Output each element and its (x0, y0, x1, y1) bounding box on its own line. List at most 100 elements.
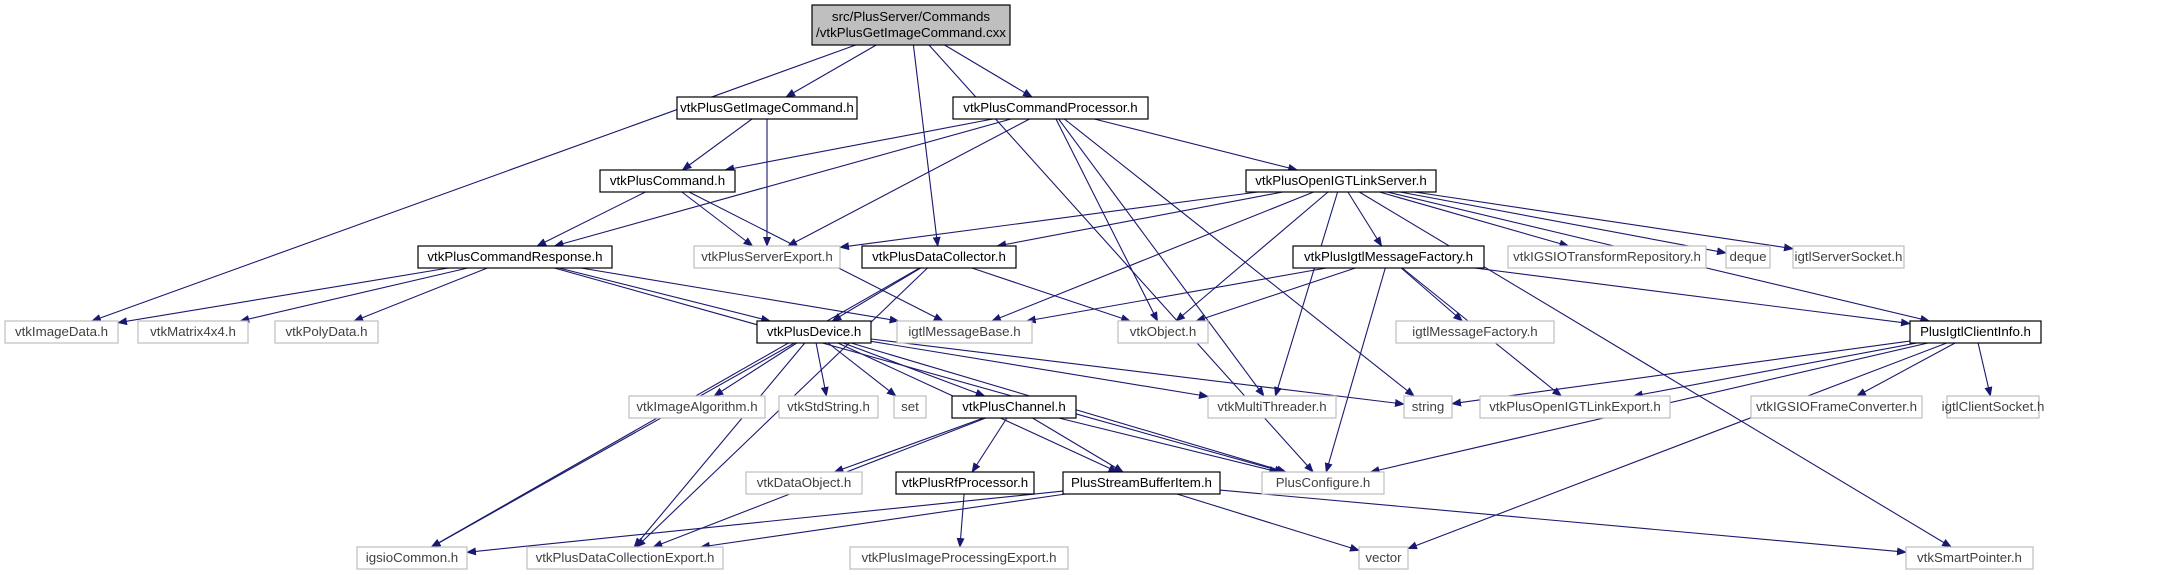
node-box (756, 320, 872, 344)
node-root[interactable]: src/PlusServer/Commands/vtkPlusGetImageC… (811, 4, 1011, 46)
node-label: vtkPlusDataCollector.h (872, 249, 1006, 264)
node-getimage[interactable]: vtkPlusGetImageCommand.h (676, 96, 858, 120)
node-label: vtkPlusRfProcessor.h (902, 475, 1028, 490)
node-dataobject: vtkDataObject.h (745, 471, 863, 495)
edge-channel-to-plusconfigure (1058, 417, 1280, 474)
edge-processor-to-vtkobject (1055, 118, 1158, 322)
node-channel[interactable]: vtkPlusChannel.h (951, 395, 1077, 419)
edge-arrow (1175, 191, 1329, 322)
edge-arrow (1414, 191, 1794, 252)
node-box (1261, 471, 1385, 495)
edge-arrow (1094, 118, 1299, 172)
node-datacollector[interactable]: vtkPlusDataCollector.h (861, 245, 1017, 269)
node-set: set (893, 395, 927, 419)
edge-arrow (1274, 191, 1339, 397)
node-command[interactable]: vtkPlusCommand.h (599, 169, 736, 193)
node-streambufferitem[interactable]: PlusStreamBufferItem.h (1062, 471, 1221, 495)
edge-arrow (558, 267, 772, 323)
node-box (676, 96, 858, 120)
edge-arrow (912, 44, 941, 247)
edge-channel-to-streambufferitem (1032, 417, 1124, 473)
edge-device-to-dcexport (633, 342, 806, 548)
node-label: vtkPlusCommandProcessor.h (963, 100, 1137, 115)
edge-arrow (990, 191, 1314, 322)
node-clientinfo[interactable]: PlusIgtlClientInfo.h (1909, 320, 2042, 344)
edge-clientinfo-to-clientsocket (1977, 342, 1993, 397)
node-box (951, 395, 1077, 419)
edge-arrow (633, 342, 806, 548)
edge-command-to-serverexport (681, 191, 754, 247)
node-ipexport: vtkPlusImageProcessingExport.h (849, 546, 1069, 570)
edge-arrow (1195, 267, 1356, 322)
node-device[interactable]: vtkPlusDevice.h (756, 320, 872, 344)
edge-arrow (815, 342, 829, 397)
edge-arrow (1379, 191, 1570, 248)
node-label: vtkObject.h (1130, 324, 1197, 339)
node-label: vtkPlusOpenIGTLinkServer.h (1255, 173, 1426, 188)
edge-arrow (996, 191, 1283, 249)
node-label: vtkPlusGetImageCommand.h (680, 100, 854, 115)
node-box (849, 546, 1069, 570)
edge-oigtlserver-to-deque (1399, 191, 1727, 256)
edge-oigtlserver-to-serversocket (1414, 191, 1794, 252)
edge-response-to-device (558, 267, 772, 323)
edge-arrow (787, 118, 1030, 247)
edge-clientinfo-to-frameconverter (1856, 342, 1956, 397)
node-label: set (901, 399, 919, 414)
edge-arrow (580, 267, 900, 324)
edge-msgfactory-to-vtkobject (1195, 267, 1356, 322)
node-label: vtkMatrix4x4.h (150, 324, 236, 339)
node-box (952, 96, 1149, 120)
node-label: vtkPlusDevice.h (767, 324, 862, 339)
edge-arrow (843, 342, 986, 397)
node-label: /vtkPlusGetImageCommand.cxx (816, 25, 1006, 40)
node-box (1403, 395, 1453, 419)
edge-clientinfo-to-string (1451, 340, 1911, 407)
node-label: vtkDataObject.h (757, 475, 852, 490)
edge-arrow (1451, 340, 1911, 407)
edge-layer (90, 44, 1993, 556)
node-response[interactable]: vtkPlusCommandResponse.h (417, 245, 613, 269)
node-matrix: vtkMatrix4x4.h (137, 320, 249, 344)
node-label: src/PlusServer/Commands (832, 9, 990, 24)
edge-arrow (956, 493, 965, 548)
node-label: vtkStdString.h (787, 399, 870, 414)
node-processor[interactable]: vtkPlusCommandProcessor.h (952, 96, 1149, 120)
edge-streambufferitem-to-vector (1176, 493, 1360, 552)
node-box (895, 471, 1035, 495)
edge-arrow (1856, 342, 1956, 397)
edge-arrow (713, 342, 798, 397)
edge-oigtlserver-to-msgfactory (1347, 191, 1383, 247)
edge-channel-to-dataobject (833, 417, 984, 473)
edge-getimage-to-command (681, 118, 753, 171)
node-box (1292, 245, 1485, 269)
edge-root-to-imagedata (90, 44, 856, 322)
node-polydata: vtkPolyData.h (274, 320, 379, 344)
node-label: vtkPlusCommandResponse.h (427, 249, 602, 264)
edge-channel-to-rfprocessor (971, 417, 1008, 473)
edge-device-to-multithreader (870, 340, 1209, 399)
edge-arrow (1474, 267, 1911, 327)
edge-streambufferitem-to-dcexport (699, 493, 1066, 550)
edge-processor-to-multithreader (1058, 118, 1265, 397)
edge-msgfactory-to-msgbase (1025, 267, 1327, 324)
edge-response-to-plusconfigure (554, 267, 1285, 474)
edge-arrow (466, 490, 1064, 556)
edge-oigtlserver-to-datacollector (996, 191, 1283, 249)
node-rfprocessor[interactable]: vtkPlusRfProcessor.h (895, 471, 1035, 495)
node-box (1358, 546, 1409, 570)
edge-response-to-polydata (353, 267, 488, 322)
node-frameconverter: vtkIGSIOFrameConverter.h (1750, 395, 1923, 419)
edge-arrow (971, 267, 1132, 322)
edge-command-to-response (536, 191, 646, 247)
node-msgfactory[interactable]: vtkPlusIgtlMessageFactory.h (1292, 245, 1485, 269)
node-clientsocket: igtlClientSocket.h (1942, 395, 2044, 419)
node-label: PlusConfigure.h (1276, 475, 1371, 490)
node-oigtlserver[interactable]: vtkPlusOpenIGTLinkServer.h (1245, 169, 1437, 193)
node-label: PlusStreamBufferItem.h (1071, 475, 1212, 490)
edge-oigtlserver-to-serverexport (839, 191, 1258, 251)
node-box (1909, 320, 2042, 344)
node-dcexport: vtkPlusDataCollectionExport.h (526, 546, 724, 570)
node-label: vtkIGSIOFrameConverter.h (1756, 399, 1917, 414)
edge-arrow (1400, 267, 1464, 322)
